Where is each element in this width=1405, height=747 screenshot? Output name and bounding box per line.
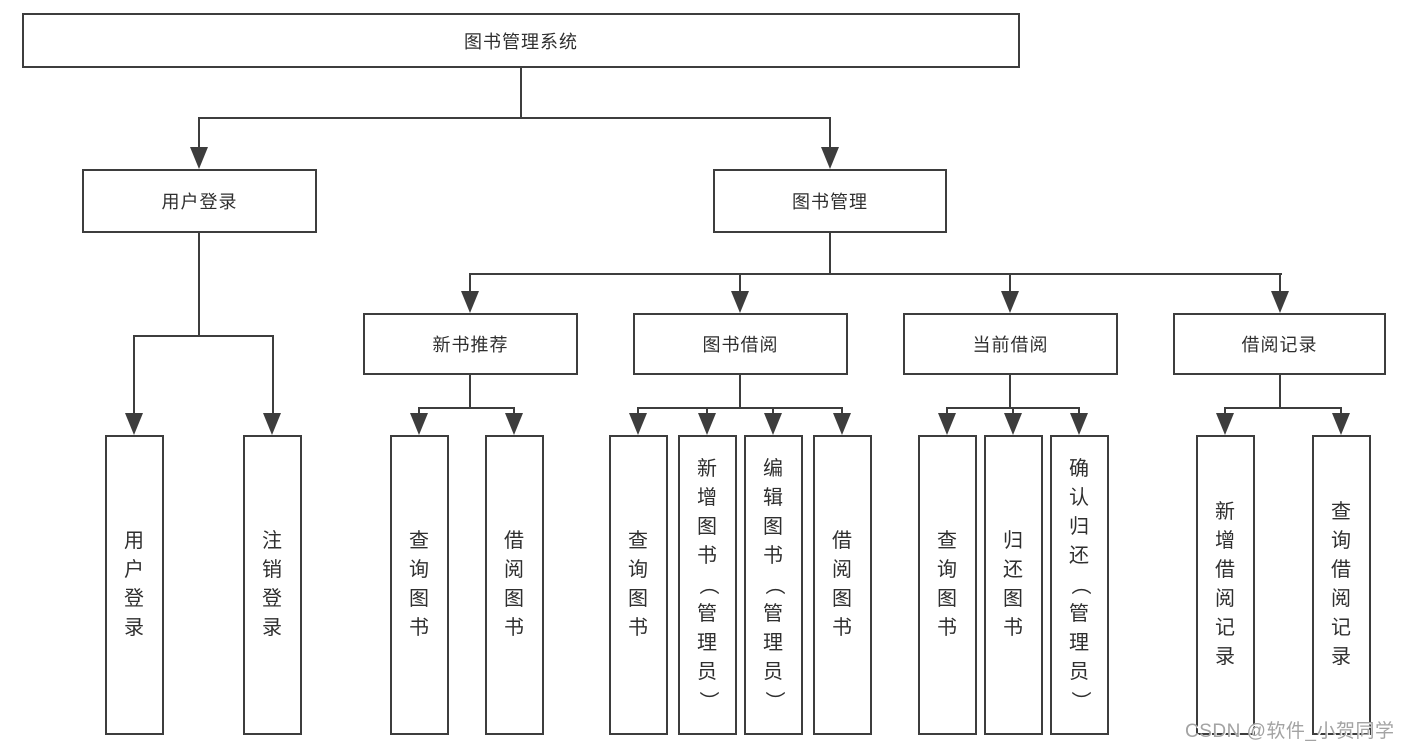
arrow-down-icon [731, 291, 749, 313]
arrow-down-icon [1271, 291, 1289, 313]
connector-line [1078, 407, 1080, 415]
connector-line [520, 68, 522, 117]
arrow-down-icon [629, 413, 647, 435]
leaf-query-books: 查询图书 [609, 435, 668, 735]
leaf-query-books-current: 查询图书 [918, 435, 977, 735]
connector-line [1224, 407, 1342, 409]
arrow-down-icon [1332, 413, 1350, 435]
connector-line [841, 407, 843, 415]
node-library-system: 图书管理系统 [22, 13, 1020, 68]
leaf-label: 归还图书 [1003, 530, 1024, 639]
connector-line [198, 233, 200, 335]
leaf-borrow-books: 借阅图书 [813, 435, 872, 735]
arrow-down-icon [1004, 413, 1022, 435]
node-new-book-recommend: 新书推荐 [363, 313, 578, 375]
leaf-add-books-admin: 新增图书（管理员） [678, 435, 737, 735]
connector-line [1009, 375, 1011, 407]
leaf-label: 注销登录 [262, 530, 283, 639]
leaf-label: 查询图书 [409, 530, 430, 639]
arrow-down-icon [461, 291, 479, 313]
leaf-label: 确认归还（管理员） [1069, 457, 1091, 712]
connector-line [1279, 375, 1281, 407]
leaf-label: 用户登录 [124, 530, 145, 639]
connector-line [1340, 407, 1342, 415]
arrow-down-icon [505, 413, 523, 435]
node-label: 借阅记录 [1241, 335, 1318, 355]
leaf-user-login: 用户登录 [105, 435, 164, 735]
connector-line [706, 407, 708, 415]
arrow-down-icon [698, 413, 716, 435]
leaf-label: 查询图书 [628, 530, 649, 639]
node-label: 图书管理 [792, 192, 868, 212]
arrow-down-icon [410, 413, 428, 435]
node-label: 用户登录 [161, 192, 238, 212]
node-label: 新书推荐 [432, 335, 509, 355]
leaf-label: 借阅图书 [832, 530, 853, 639]
connector-line [946, 407, 948, 415]
node-user-login: 用户登录 [82, 169, 317, 233]
leaf-query-borrow-record: 查询借阅记录 [1312, 435, 1371, 735]
connector-line [1224, 407, 1226, 415]
node-book-borrowing: 图书借阅 [633, 313, 848, 375]
connector-line [1009, 273, 1011, 293]
connector-line [469, 273, 1282, 275]
arrow-down-icon [263, 413, 281, 435]
connector-line [739, 375, 741, 407]
connector-line [1279, 273, 1281, 293]
arrow-down-icon [1070, 413, 1088, 435]
connector-line [272, 335, 274, 413]
connector-line [469, 375, 471, 407]
node-label: 当前借阅 [972, 335, 1049, 355]
arrow-down-icon [764, 413, 782, 435]
node-label: 图书借阅 [702, 335, 779, 355]
connector-line [198, 117, 200, 149]
node-book-management: 图书管理 [713, 169, 947, 233]
leaf-borrow-books-recommend: 借阅图书 [485, 435, 544, 735]
arrow-down-icon [1216, 413, 1234, 435]
connector-line [739, 273, 741, 293]
connector-line [418, 407, 515, 409]
leaf-label: 编辑图书（管理员） [763, 457, 785, 712]
arrow-down-icon [1001, 291, 1019, 313]
leaf-edit-books-admin: 编辑图书（管理员） [744, 435, 803, 735]
csdn-watermark: CSDN @软件_小贺同学 [1185, 721, 1395, 742]
leaf-add-borrow-record: 新增借阅记录 [1196, 435, 1255, 735]
node-borrowing-records: 借阅记录 [1173, 313, 1386, 375]
leaf-query-books-recommend: 查询图书 [390, 435, 449, 735]
arrow-down-icon [125, 413, 143, 435]
arrow-down-icon [938, 413, 956, 435]
leaf-return-books: 归还图书 [984, 435, 1043, 735]
leaf-label: 借阅图书 [504, 530, 525, 639]
connector-line [469, 273, 471, 293]
connector-line [133, 335, 274, 337]
connector-line [418, 407, 420, 415]
connector-line [198, 117, 831, 119]
connector-line [829, 233, 831, 273]
connector-line [772, 407, 774, 415]
connector-line [1012, 407, 1014, 415]
leaf-label: 新增图书（管理员） [697, 457, 719, 712]
connector-line [513, 407, 515, 415]
connector-line [133, 335, 135, 413]
leaf-logout: 注销登录 [243, 435, 302, 735]
arrow-down-icon [821, 147, 839, 169]
leaf-label: 查询图书 [937, 530, 958, 639]
node-label: 图书管理系统 [464, 31, 578, 52]
connector-line [637, 407, 843, 409]
node-current-borrowing: 当前借阅 [903, 313, 1118, 375]
connector-line [637, 407, 639, 415]
arrow-down-icon [190, 147, 208, 169]
leaf-confirm-return-admin: 确认归还（管理员） [1050, 435, 1109, 735]
leaf-label: 新增借阅记录 [1215, 501, 1236, 668]
arrow-down-icon [833, 413, 851, 435]
leaf-label: 查询借阅记录 [1331, 501, 1352, 668]
connector-line [829, 117, 831, 149]
